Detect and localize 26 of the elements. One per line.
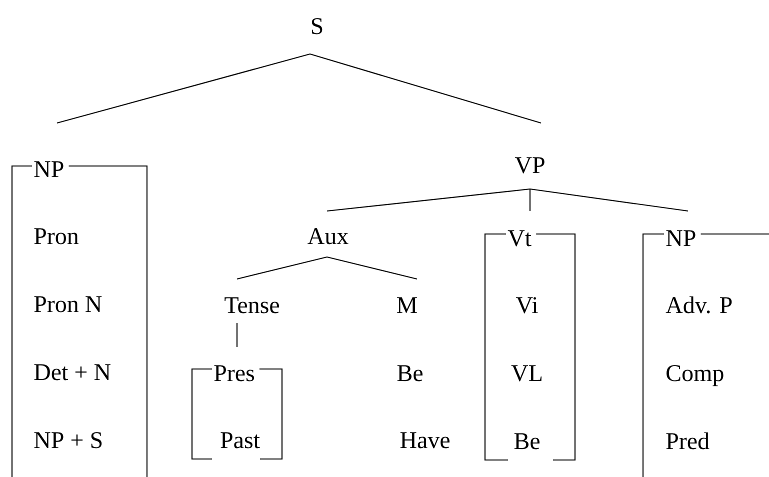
tree-label: VP bbox=[514, 157, 544, 174]
tree-branch bbox=[236, 323, 238, 347]
tree-label: Tense bbox=[224, 297, 279, 314]
category-label: Pred bbox=[666, 432, 710, 450]
tree-label: Have bbox=[400, 432, 450, 448]
tree-branch bbox=[56, 53, 310, 124]
tree-branch bbox=[529, 189, 531, 211]
tree-branch bbox=[530, 188, 688, 212]
tree-branch bbox=[326, 256, 418, 280]
tree-branch bbox=[310, 53, 542, 124]
category-label: Det + N bbox=[34, 364, 111, 380]
category-label: Be bbox=[514, 433, 540, 450]
category-label: Vi bbox=[516, 297, 538, 314]
tree-label: Aux bbox=[308, 228, 348, 244]
tree-label: S bbox=[312, 18, 322, 34]
tree-branch bbox=[236, 256, 328, 280]
tree-label: Be bbox=[397, 365, 422, 382]
category-label: Past bbox=[220, 432, 260, 448]
category-label: Adv. P bbox=[666, 296, 732, 314]
category-label: Comp bbox=[666, 365, 724, 386]
tree-label: M bbox=[397, 297, 417, 313]
category-label: VL bbox=[511, 365, 542, 382]
tree-branch bbox=[326, 188, 530, 212]
category-label: Pron bbox=[34, 228, 79, 244]
category-label: NP + S bbox=[34, 432, 102, 448]
category-label: Pron N bbox=[34, 296, 102, 312]
